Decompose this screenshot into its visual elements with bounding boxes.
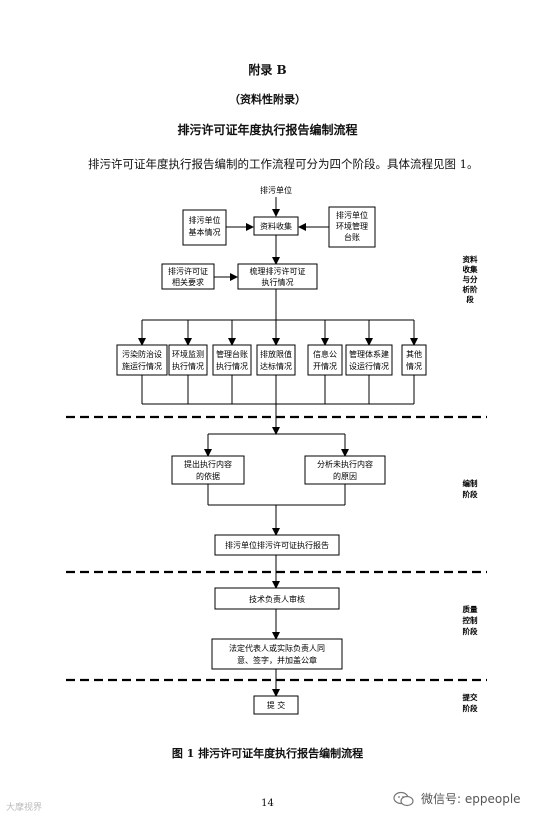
item-7-line2: 情况 bbox=[406, 361, 422, 371]
item-info-disclosure bbox=[307, 344, 343, 376]
item-2-line2: 执行情况 bbox=[172, 361, 204, 371]
sign-line1: 法定代表人或实际负责人同 bbox=[229, 643, 325, 653]
submit-label: 提 交 bbox=[267, 700, 286, 710]
appendix-subtitle: （资料性附录） bbox=[229, 93, 306, 106]
sign-line2: 意、签字，并加盖公章 bbox=[237, 655, 317, 665]
basis-line1: 提出执行内容 bbox=[184, 459, 232, 469]
permit-req-box bbox=[161, 263, 215, 290]
svg-text:编制: 编制 bbox=[463, 478, 478, 488]
svg-text:阶段: 阶段 bbox=[463, 489, 478, 499]
svg-text:控制: 控制 bbox=[463, 615, 478, 625]
svg-text:收集: 收集 bbox=[463, 264, 478, 274]
figure-caption: 图 1 排污许可证年度执行报告编制流程 bbox=[171, 747, 364, 760]
wechat-icon bbox=[393, 791, 414, 806]
report-box bbox=[214, 534, 340, 556]
env-ledger-line2: 环境管理 bbox=[336, 221, 368, 231]
reason-line1: 分析未执行内容 bbox=[317, 459, 373, 469]
permit-req-line1: 排污许可证 bbox=[168, 266, 208, 276]
watermark-left: 大摩视界 bbox=[6, 800, 42, 813]
item-ledger bbox=[212, 344, 252, 376]
item-6-line1: 管理体系建 bbox=[349, 349, 389, 359]
item-2-line1: 环境监测 bbox=[172, 349, 204, 359]
item-management-system bbox=[345, 344, 393, 376]
intro-paragraph: 排污许可证年度执行报告编制的工作流程可分为四个阶段。具体流程见图 1。 bbox=[88, 157, 479, 171]
item-1-line1: 污染防治设 bbox=[122, 349, 162, 359]
svg-text:析阶: 析阶 bbox=[463, 284, 478, 294]
env-ledger-line1: 排污单位 bbox=[336, 210, 368, 220]
svg-text:质量: 质量 bbox=[463, 604, 478, 614]
env-ledger-line3: 台账 bbox=[344, 232, 360, 242]
item-env-monitoring bbox=[168, 344, 208, 376]
item-5-line2: 开情况 bbox=[313, 361, 337, 371]
svg-text:提交: 提交 bbox=[463, 692, 478, 702]
item-6-line2: 设运行情况 bbox=[349, 361, 389, 371]
item-7-line1: 其他 bbox=[406, 349, 422, 359]
item-3-line2: 执行情况 bbox=[216, 361, 248, 371]
reason-line2: 的原因 bbox=[333, 471, 357, 481]
item-4-line1: 排放限值 bbox=[260, 349, 292, 359]
item-1-line2: 施运行情况 bbox=[122, 361, 162, 371]
svg-text:段: 段 bbox=[466, 294, 474, 304]
basic-info-line2: 基本情况 bbox=[189, 227, 221, 237]
reason-box bbox=[304, 455, 386, 485]
permit-req-line2: 相关要求 bbox=[172, 277, 204, 287]
sort-exec-line1: 梳理排污许可证 bbox=[250, 266, 306, 276]
submit-box bbox=[253, 695, 299, 715]
item-3-line1: 管理台账 bbox=[216, 349, 248, 359]
report-label: 排污单位排污许可证执行报告 bbox=[225, 540, 329, 550]
appendix-title: 附录 B bbox=[248, 63, 287, 77]
document-title: 排污许可证年度执行报告编制流程 bbox=[177, 123, 358, 137]
sort-exec-line2: 执行情况 bbox=[262, 277, 294, 287]
env-ledger-box bbox=[328, 206, 376, 248]
sign-box bbox=[211, 638, 343, 670]
review-box bbox=[214, 587, 340, 610]
item-5-line1: 信息公 bbox=[313, 349, 337, 359]
basis-line2: 的依据 bbox=[196, 471, 220, 481]
start-label: 排污单位 bbox=[260, 185, 292, 195]
svg-text:资料: 资料 bbox=[463, 254, 478, 264]
stage-label-collection: 资料 收集 与分 析阶 段 bbox=[463, 254, 478, 304]
collect-label: 资料收集 bbox=[260, 221, 292, 231]
svg-text:与分: 与分 bbox=[463, 274, 478, 284]
item-emission-limit bbox=[256, 344, 296, 376]
sort-exec-box bbox=[237, 263, 318, 290]
item-4-line2: 达标情况 bbox=[260, 361, 292, 371]
watermark-right-text: 微信号: eppeople bbox=[421, 792, 521, 806]
stage-label-compile: 编制 阶段 bbox=[463, 478, 478, 499]
stage-label-submit: 提交 阶段 bbox=[463, 692, 478, 713]
svg-text:阶段: 阶段 bbox=[463, 703, 478, 713]
watermark-left-text: 大摩视界 bbox=[6, 803, 43, 813]
stage-label-quality: 质量 控制 阶段 bbox=[463, 604, 478, 636]
basic-info-line1: 排污单位 bbox=[189, 215, 221, 225]
page-number: 14 bbox=[261, 798, 274, 809]
basis-box bbox=[171, 455, 245, 485]
review-label: 技术负责人审核 bbox=[249, 594, 305, 604]
watermark-right: 微信号: eppeople bbox=[393, 790, 521, 807]
svg-text:阶段: 阶段 bbox=[463, 626, 478, 636]
